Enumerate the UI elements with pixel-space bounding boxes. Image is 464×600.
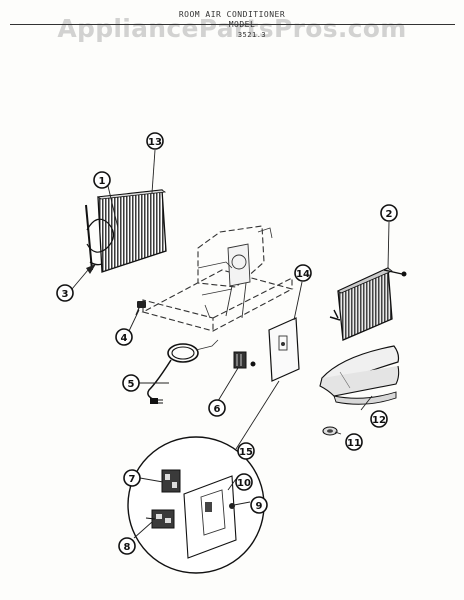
callout-2: 2 <box>380 204 398 222</box>
svg-text:1: 1 <box>99 176 106 187</box>
svg-text:2: 2 <box>386 209 393 220</box>
drain-pan <box>319 345 400 405</box>
model-label: MODEL <box>228 20 256 29</box>
callout-15: 15 <box>237 442 255 460</box>
callout-6: 6 <box>208 399 226 417</box>
svg-text:6: 6 <box>214 404 221 415</box>
svg-text:12: 12 <box>372 415 386 426</box>
evaporator-coil <box>85 189 167 274</box>
base-pan-outline <box>141 225 294 332</box>
callout-14: 14 <box>294 264 312 282</box>
svg-text:14: 14 <box>296 269 310 280</box>
callout-4: 4 <box>115 328 133 346</box>
svg-text:8: 8 <box>124 542 131 553</box>
diagram-title: ROOM AIR CONDITIONER <box>178 10 286 19</box>
callout-8: 8 <box>118 537 136 555</box>
svg-text:9: 9 <box>256 501 263 512</box>
callout-13: 13 <box>146 132 164 150</box>
grommet <box>322 426 338 436</box>
callout-3: 3 <box>56 284 74 302</box>
condenser-coil <box>329 267 407 341</box>
svg-text:13: 13 <box>148 137 162 148</box>
callout-7: 7 <box>123 469 141 487</box>
callout-5: 5 <box>122 374 140 392</box>
svg-text:7: 7 <box>129 474 136 485</box>
power-cord <box>147 339 219 404</box>
svg-text:10: 10 <box>237 478 251 489</box>
selector-switch <box>233 351 256 369</box>
callout-12: 12 <box>370 410 388 428</box>
mounting-bracket <box>135 301 146 316</box>
svg-text:15: 15 <box>239 447 253 458</box>
callout-9: 9 <box>250 496 268 514</box>
watermark: AppliancePartsPros.com <box>57 14 407 43</box>
control-panel <box>268 317 300 382</box>
svg-text:3: 3 <box>62 289 69 300</box>
header-rule <box>10 24 455 25</box>
callout-10: 10 <box>235 473 253 491</box>
svg-text:5: 5 <box>128 379 135 390</box>
svg-text:4: 4 <box>121 333 128 344</box>
callout-1: 1 <box>93 171 111 189</box>
page-reference: 3521.3 <box>237 31 267 39</box>
detail-view-circle <box>127 380 280 574</box>
svg-text:11: 11 <box>347 438 361 449</box>
callout-11: 11 <box>345 433 363 451</box>
leader-lines <box>71 149 390 539</box>
